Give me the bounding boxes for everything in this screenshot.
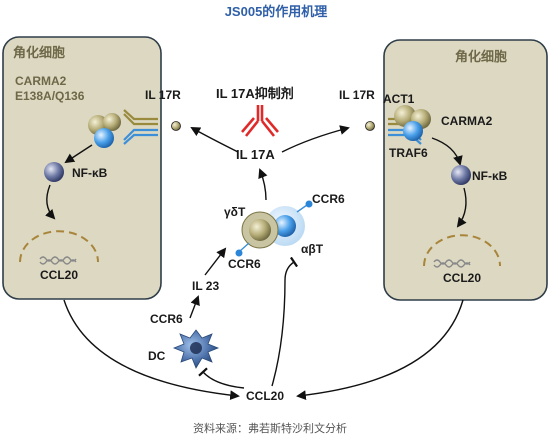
left-nucleus-outline [19,230,99,263]
dc-label: DC [148,349,166,363]
left-nfkb-sphere [44,162,64,182]
il17a-label: IL 17A [236,147,275,162]
dc-ccr6-label: CCR6 [150,312,183,326]
left-arrow-complex-to-nfkb [64,144,93,164]
arrow-il17a-to-right-receptor [281,125,350,153]
gdt-cell-sphere [249,219,271,241]
right-traf6-label: TRAF6 [389,146,428,160]
left-cell-label: 角化细胞 [13,45,65,60]
left-dna-icon [39,256,77,262]
right-nfkb-sphere [451,165,471,185]
right-ccl20-label: CCL20 [443,271,481,285]
inhibitor-label: IL 17A抑制剂 [216,86,294,101]
il23-label: IL 23 [192,279,219,293]
arrow-ccl20-to-dc [198,367,245,389]
left-complex-olive-sphere-2 [103,113,121,131]
ccr6-bottom-stalk [239,242,250,252]
arrow-il17a-to-left-receptor [190,127,239,153]
right-nucleus-outline [423,234,501,267]
dc-nucleus [190,342,202,354]
left-ccl20-label: CCL20 [40,268,78,282]
right-keratinocyte: 角化细胞 IL 17R ACT1 CARMA2 TRAF6 NF-κB CCL2… [339,39,548,301]
diagram-title: JS005的作用机理 [225,4,328,19]
arrow-il23-to-tcells [204,247,227,276]
right-arrow-nfkb-to-nucleus [456,187,467,228]
ccr6-top-dot [305,200,313,208]
ccr6-top-label: CCR6 [312,192,345,206]
right-ligand-bead [365,121,375,131]
left-keratinocyte: 角化细胞 CARMA2 E138A/Q136 IL 17R NF-κB CCL2… [2,36,181,300]
left-complex-blue-sphere [94,128,114,148]
arrow-ccl20-to-tcells [271,256,299,387]
source-note: 资料来源：弗若斯特沙利文分析 [193,421,347,435]
left-ligand-bead [171,121,181,131]
right-cell-label: 角化细胞 [455,49,507,64]
left-il17r-label: IL 17R [145,88,181,102]
ccr6-top-stalk [296,204,308,213]
ccl20-bottom-label: CCL20 [246,389,284,403]
left-arrow-nfkb-to-nucleus [45,184,56,220]
arrow-right-ccl20-to-bottom [296,299,464,400]
abt-label: αβT [301,242,324,256]
arrow-dc-to-il23 [189,295,200,319]
left-cell-body [2,36,162,300]
center-pathway: IL 17A抑制剂 IL 17A γδT αβT CCR6 CCR6 IL 2 [63,86,464,403]
right-act1-label: ACT1 [383,92,415,106]
right-dna-icon [433,259,471,265]
abt-cell-sphere [274,215,296,237]
right-nfkb-label: NF-κB [472,169,508,183]
right-traf6-sphere [403,121,423,141]
arrow-tcells-to-il17a [258,168,268,201]
left-nfkb-label: NF-κB [72,166,108,180]
left-mutation-label: E138A/Q136 [15,89,85,103]
antibody-icon [241,105,279,137]
arrow-left-ccl20-to-bottom [63,299,240,401]
right-arrow-complex-to-nfkb [431,137,463,166]
gdt-label: γδT [224,205,246,219]
left-carma-label: CARMA2 [15,74,67,88]
ccr6-bottom-label: CCR6 [228,257,261,271]
right-il17r-label: IL 17R [339,88,375,102]
left-il17r-receptor-icon [123,109,158,145]
ccr6-bottom-dot [235,249,243,257]
right-carma-label: CARMA2 [441,114,493,128]
